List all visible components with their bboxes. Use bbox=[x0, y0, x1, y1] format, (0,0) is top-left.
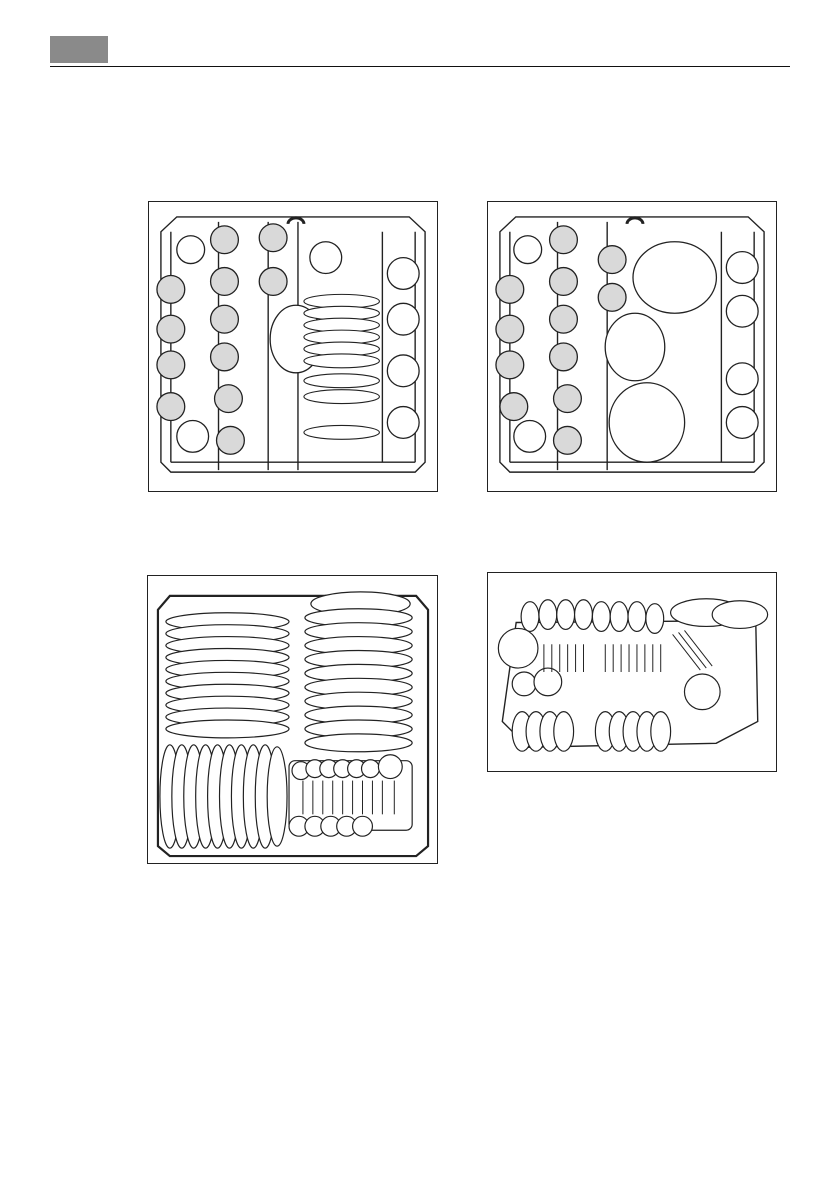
cutlery-basket-icon bbox=[488, 573, 776, 771]
cutlery-basket-illustration bbox=[487, 572, 777, 772]
upper-basket-cups-plates-icon bbox=[149, 202, 437, 491]
upper-basket-cups-plates-illustration bbox=[148, 201, 438, 492]
header-tab bbox=[50, 36, 108, 63]
lower-basket-plates-icon bbox=[148, 576, 437, 863]
lower-basket-plates-illustration bbox=[147, 575, 438, 864]
upper-basket-cups-bowls-icon bbox=[488, 202, 776, 491]
upper-basket-cups-bowls-illustration bbox=[487, 201, 777, 492]
header-rule bbox=[50, 66, 790, 67]
